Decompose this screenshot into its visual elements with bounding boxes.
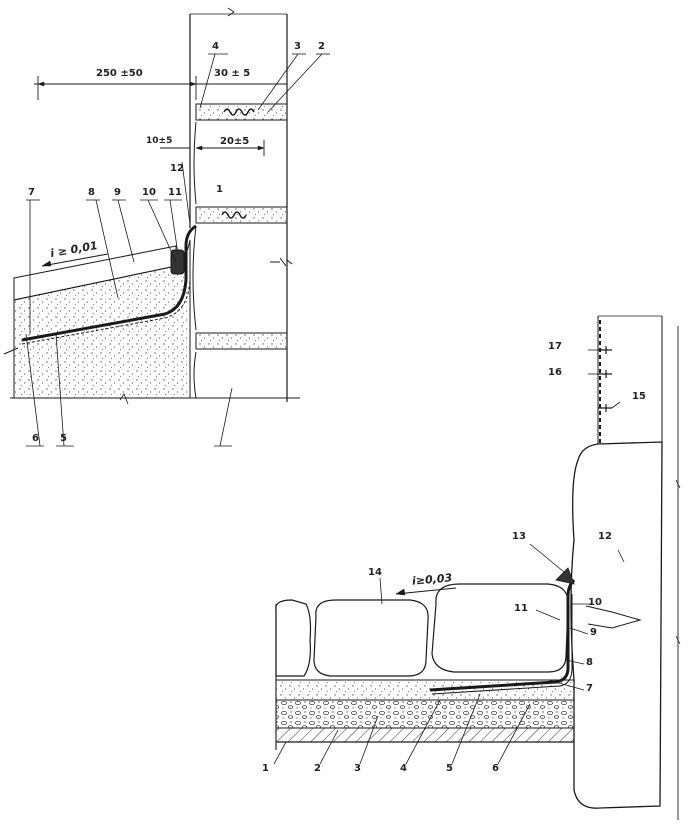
detail-top <box>3 7 330 447</box>
wall-12 <box>570 441 663 809</box>
callout-bottom-8: 8 <box>586 657 593 668</box>
gravel-layer <box>275 699 575 729</box>
callout-bottom-9: 9 <box>590 627 597 638</box>
slope-arrow-top <box>41 253 109 267</box>
callout-top-12: 12 <box>170 163 184 174</box>
callout-top-7: 7 <box>28 187 35 198</box>
callout-bottom-2: 2 <box>314 763 321 774</box>
membrane-bottom <box>429 578 576 692</box>
callout-bottom-17: 17 <box>548 341 562 352</box>
callout-top-10: 10 <box>142 187 156 198</box>
sealant-coil-1 <box>223 108 255 116</box>
dim-seal-width: 20±5 <box>220 136 250 147</box>
detail-bottom <box>273 315 681 820</box>
callout-top-6: 6 <box>32 433 39 444</box>
callout-top-2: 2 <box>318 41 325 52</box>
break-mark <box>227 7 235 17</box>
paving-stone-14 <box>313 599 429 677</box>
callout-bottom-16: 16 <box>548 367 562 378</box>
callout-bottom-13: 13 <box>512 531 526 542</box>
callout-bottom-15: 15 <box>632 391 646 402</box>
callout-bottom-5: 5 <box>446 763 453 774</box>
callout-bottom-4: 4 <box>400 763 407 774</box>
dim-joint-depth: 30 ± 5 <box>214 68 251 79</box>
callout-bottom-3: 3 <box>354 763 361 774</box>
soil-layer <box>275 727 575 743</box>
dim-width-offset: 250 ±50 <box>96 68 143 79</box>
membrane-5 <box>21 224 197 342</box>
callout-bottom-12: 12 <box>598 531 612 542</box>
callout-top-11: 11 <box>168 187 182 198</box>
callout-bottom-14: 14 <box>368 567 382 578</box>
callout-bottom-6: 6 <box>492 763 499 774</box>
callout-top-9: 9 <box>114 187 121 198</box>
mortar-joint-2 <box>195 206 288 224</box>
callout-bottom-11: 11 <box>514 603 528 614</box>
dim-gap: 10±5 <box>146 136 173 146</box>
callout-bottom-10: 10 <box>588 597 602 608</box>
membrane-bottom-2 <box>431 594 573 695</box>
sealant-13 <box>555 567 575 585</box>
sealant-cord-11 <box>170 249 185 275</box>
paving-stone-11 <box>431 583 569 673</box>
callout-top-8: 8 <box>88 187 95 198</box>
callout-top-1: 1 <box>216 184 223 195</box>
sand-base <box>13 239 191 399</box>
slope-label-bottom: i≥0,03 <box>411 571 453 588</box>
fastener-16 <box>598 370 612 378</box>
callout-top-4: 4 <box>212 41 219 52</box>
sealant-coil-2 <box>221 211 247 219</box>
membrane-6 <box>21 279 191 345</box>
callout-top-3: 3 <box>294 41 301 52</box>
mortar-joint-3 <box>195 332 288 350</box>
slope-arrow-bottom <box>395 587 457 595</box>
callout-bottom-1: 1 <box>262 763 269 774</box>
callout-bottom-7: 7 <box>586 683 593 694</box>
callout-top-5: 5 <box>60 433 67 444</box>
